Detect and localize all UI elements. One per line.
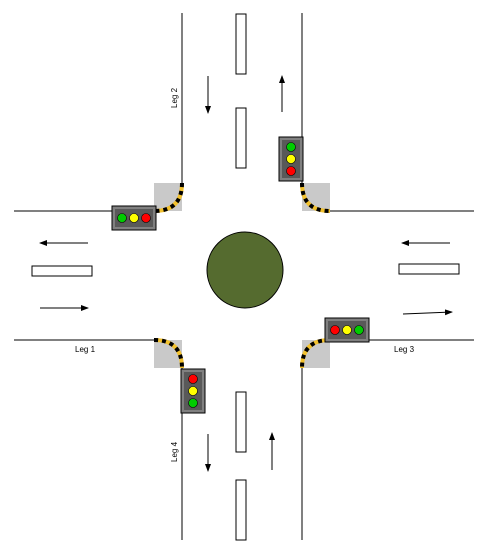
- curb-ne-dash: [300, 182, 331, 213]
- roundabout-island: [206, 231, 284, 309]
- signal-leg3: [324, 317, 370, 343]
- arrow-east-right: [402, 309, 453, 316]
- signal-light-green: [354, 325, 364, 335]
- signal-light-green: [117, 213, 127, 223]
- curb-sw-dash: [153, 338, 184, 369]
- signal-light-yellow: [188, 386, 198, 396]
- leg-label-2: Leg 2: [170, 87, 179, 108]
- curb-markings: [153, 182, 331, 369]
- lane-marking-south-1: [235, 391, 247, 453]
- curb-se-dash: [300, 338, 331, 369]
- lane-marking-north-1: [235, 13, 247, 75]
- curb-nw-dash: [153, 182, 184, 213]
- signal-light-yellow: [129, 213, 139, 223]
- lane-markings: [31, 13, 460, 541]
- leg-label-4: Leg 4: [170, 441, 179, 462]
- signal-light-red: [286, 166, 296, 176]
- signal-light-red: [188, 374, 198, 384]
- direction-arrows: [39, 75, 453, 472]
- lane-marking-south-2: [235, 479, 247, 541]
- road-edge-sw-curve: [14, 339, 183, 540]
- signal-leg4: [180, 368, 206, 414]
- lane-marking-west: [31, 265, 93, 277]
- signal-leg1: [111, 205, 157, 231]
- signal-leg2: [278, 136, 304, 182]
- signal-light-red: [141, 213, 151, 223]
- signal-light-yellow: [286, 154, 296, 164]
- lane-marking-east: [398, 263, 460, 275]
- signal-light-red: [330, 325, 340, 335]
- lane-marking-north-2: [235, 107, 247, 169]
- signal-light-green: [188, 398, 198, 408]
- road-edge-se-curve: [301, 339, 474, 540]
- signal-light-green: [286, 142, 296, 152]
- leg-label-3: Leg 3: [394, 345, 415, 354]
- leg-label-1: Leg 1: [75, 345, 96, 354]
- signal-light-yellow: [342, 325, 352, 335]
